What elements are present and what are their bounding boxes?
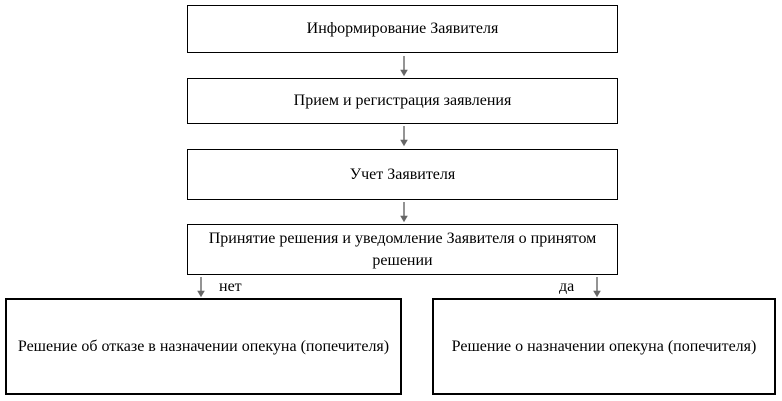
outcome-label: Решение о назначении опекуна (попечителя… bbox=[451, 337, 757, 355]
step-decision-and-notification: Принятие решения и уведомление Заявителя… bbox=[187, 224, 618, 275]
down-arrow-icon bbox=[398, 55, 410, 77]
step-informing-applicant: Информирование Заявителя bbox=[187, 5, 618, 53]
down-arrow-icon bbox=[398, 125, 410, 147]
down-arrow-icon bbox=[591, 276, 603, 298]
down-arrow-icon bbox=[195, 276, 207, 298]
outcome-approval-box: Решение о назначении опекуна (попечителя… bbox=[432, 298, 776, 395]
outcome-refusal-box: Решение об отказе в назначении опекуна (… bbox=[5, 298, 402, 395]
step-label: Принятие решения и уведомление Заявителя… bbox=[208, 229, 597, 269]
step-application-intake: Прием и регистрация заявления bbox=[187, 78, 618, 124]
branch-label-yes: да bbox=[559, 278, 575, 295]
step-label: Учет Заявителя bbox=[349, 165, 456, 183]
branch-label-no: нет bbox=[219, 278, 242, 295]
step-applicant-registration: Учет Заявителя bbox=[187, 149, 618, 200]
step-label: Прием и регистрация заявления bbox=[293, 92, 512, 109]
step-label: Информирование Заявителя bbox=[306, 20, 499, 37]
outcome-label: Решение об отказе в назначении опекуна (… bbox=[17, 337, 390, 355]
down-arrow-icon bbox=[398, 201, 410, 223]
